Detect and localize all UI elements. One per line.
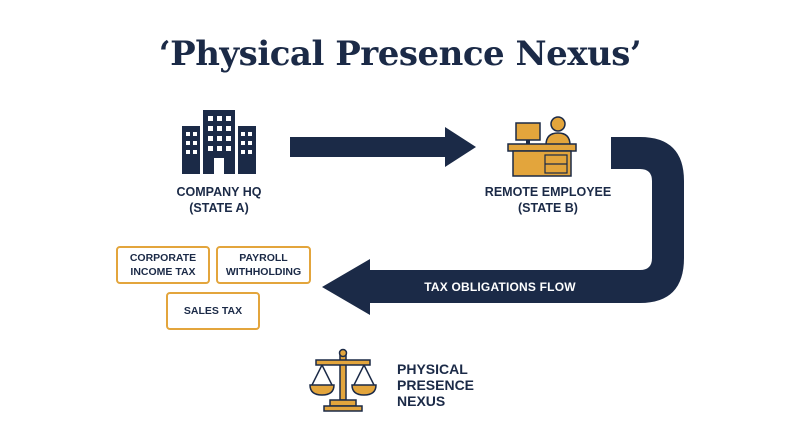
- company-hq-state: (STATE A): [189, 201, 249, 215]
- payroll-withholding-box: PAYROLL WITHHOLDING: [216, 246, 311, 284]
- page-title: ‘Physical Presence Nexus’: [158, 34, 642, 74]
- payroll-withholding-line1: PAYROLL: [239, 252, 288, 264]
- arrow-tax-flow: [322, 137, 684, 315]
- remote-employee-state: (STATE B): [518, 201, 578, 215]
- nexus-line2: PRESENCE: [397, 377, 475, 393]
- nexus-line1: PHYSICAL: [397, 361, 468, 377]
- sales-tax-box: SALES TAX: [166, 292, 260, 330]
- office-building-icon: [182, 110, 256, 174]
- tax-flow-label: TAX OBLIGATIONS FLOW: [424, 280, 576, 294]
- corporate-income-tax-line1: CORPORATE: [129, 252, 197, 264]
- company-hq-name: COMPANY HQ: [176, 185, 262, 199]
- employee-desk-icon: [507, 116, 577, 177]
- nexus-line3: NEXUS: [397, 393, 446, 409]
- payroll-withholding-line2: WITHHOLDING: [225, 266, 302, 278]
- physical-presence-nexus-label: PHYSICAL PRESENCE NEXUS: [397, 361, 474, 409]
- corporate-income-tax-box: CORPORATE INCOME TAX: [116, 246, 210, 284]
- corporate-income-tax-line2: INCOME TAX: [130, 266, 196, 278]
- remote-employee-label: REMOTE EMPLOYEE (STATE B): [478, 184, 618, 216]
- scales-of-justice-icon: [309, 348, 377, 412]
- company-hq-label: COMPANY HQ (STATE A): [154, 184, 284, 216]
- remote-employee-name: REMOTE EMPLOYEE: [484, 185, 612, 199]
- sales-tax-line1: SALES TAX: [183, 305, 243, 317]
- arrow-right: [290, 127, 476, 167]
